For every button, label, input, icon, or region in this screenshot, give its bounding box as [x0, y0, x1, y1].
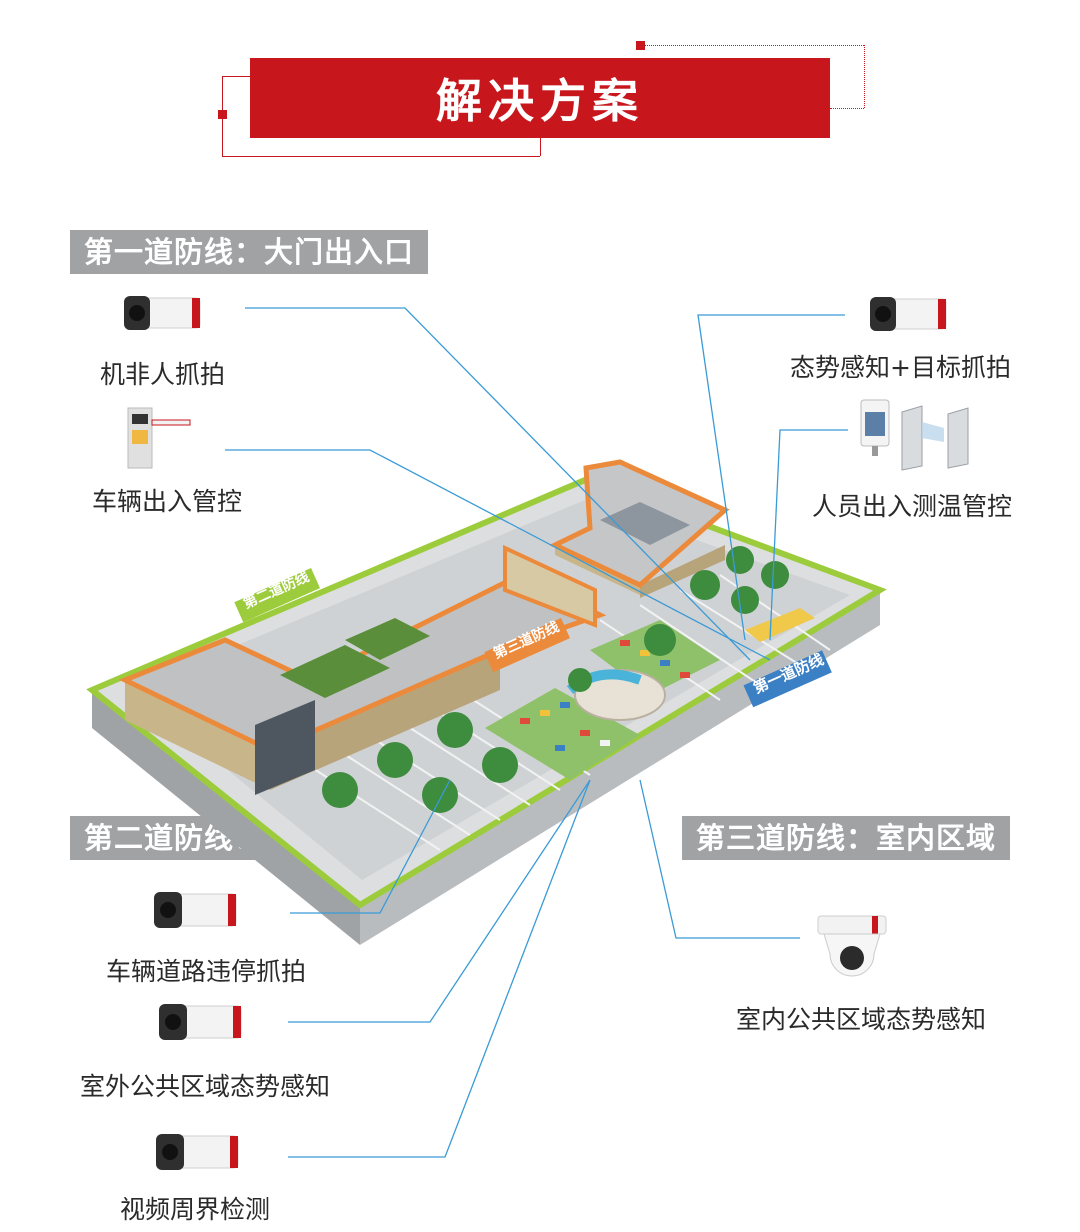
header-frame-left-top [222, 76, 250, 77]
header-dot-right [636, 41, 645, 50]
water-slide [566, 669, 642, 694]
glass-tower [255, 700, 315, 795]
label-video-perimeter: 视频周界检测 [120, 1195, 271, 1224]
main-building-side [125, 680, 270, 790]
bullet-camera-icon [154, 892, 237, 928]
barrier-gate-icon [127, 407, 191, 469]
parking-lot-right [590, 620, 720, 695]
rear-building-roof [549, 459, 730, 588]
bullet-camera-icon [159, 1004, 242, 1040]
face-temp-terminal-icon [860, 399, 890, 456]
label-situation-target-capture: 态势感知+目标抓拍 [790, 353, 1011, 382]
section-second-line: 第二道防线：室外区域 [70, 816, 399, 860]
entrance-gate [745, 608, 815, 642]
main-building-front [270, 650, 500, 790]
map-label-line1: 第一道防线 [750, 650, 827, 698]
header-frame-right-top [640, 45, 864, 46]
main-building-roof [118, 572, 607, 753]
trees [322, 546, 789, 813]
parking-lot-left [485, 688, 640, 780]
label-road-parking-capture: 车辆道路违停抓拍 [106, 957, 307, 986]
map-label-line3: 第三道防线 [491, 619, 562, 663]
bullet-camera-icon [124, 296, 201, 330]
section-first-line: 第一道防线：大门出入口 [70, 230, 429, 274]
parking-stripes [299, 574, 831, 851]
label-person-access-temp: 人员出入测温管控 [812, 492, 1013, 521]
header-frame-right [864, 45, 865, 108]
fountain-plaza [574, 669, 666, 721]
dome-camera-icon [817, 915, 887, 977]
bullet-camera-icon [156, 1134, 239, 1170]
label-vehicle-person-capture: 机非人抓拍 [100, 360, 226, 389]
label-indoor-public-awareness: 室内公共区域态势感知 [736, 1005, 987, 1034]
label-outdoor-public-awareness: 室外公共区域态势感知 [80, 1072, 331, 1101]
map-label-line2: 第二道防线 [241, 569, 312, 613]
east-wing [503, 544, 597, 628]
campus-base-side-right [360, 590, 880, 945]
header-title: 解决方案 [250, 58, 830, 138]
bullet-camera-icon [870, 297, 947, 331]
header-frame-bottom-tick [540, 138, 541, 156]
turnstile-icon [901, 405, 969, 471]
rear-building-side [555, 545, 640, 595]
rear-building-front [640, 545, 725, 598]
roof-garden-2 [345, 618, 430, 660]
parked-cars [520, 640, 690, 751]
header-frame-bottom [222, 156, 540, 157]
roof-garden-1 [280, 645, 390, 698]
header-dot-left [218, 110, 227, 119]
label-vehicle-access-control: 车辆出入管控 [92, 487, 243, 516]
rear-courtyard [600, 502, 690, 545]
section-third-line: 第三道防线：室内区域 [682, 816, 1011, 860]
header-frame-right-bottom [830, 108, 864, 109]
